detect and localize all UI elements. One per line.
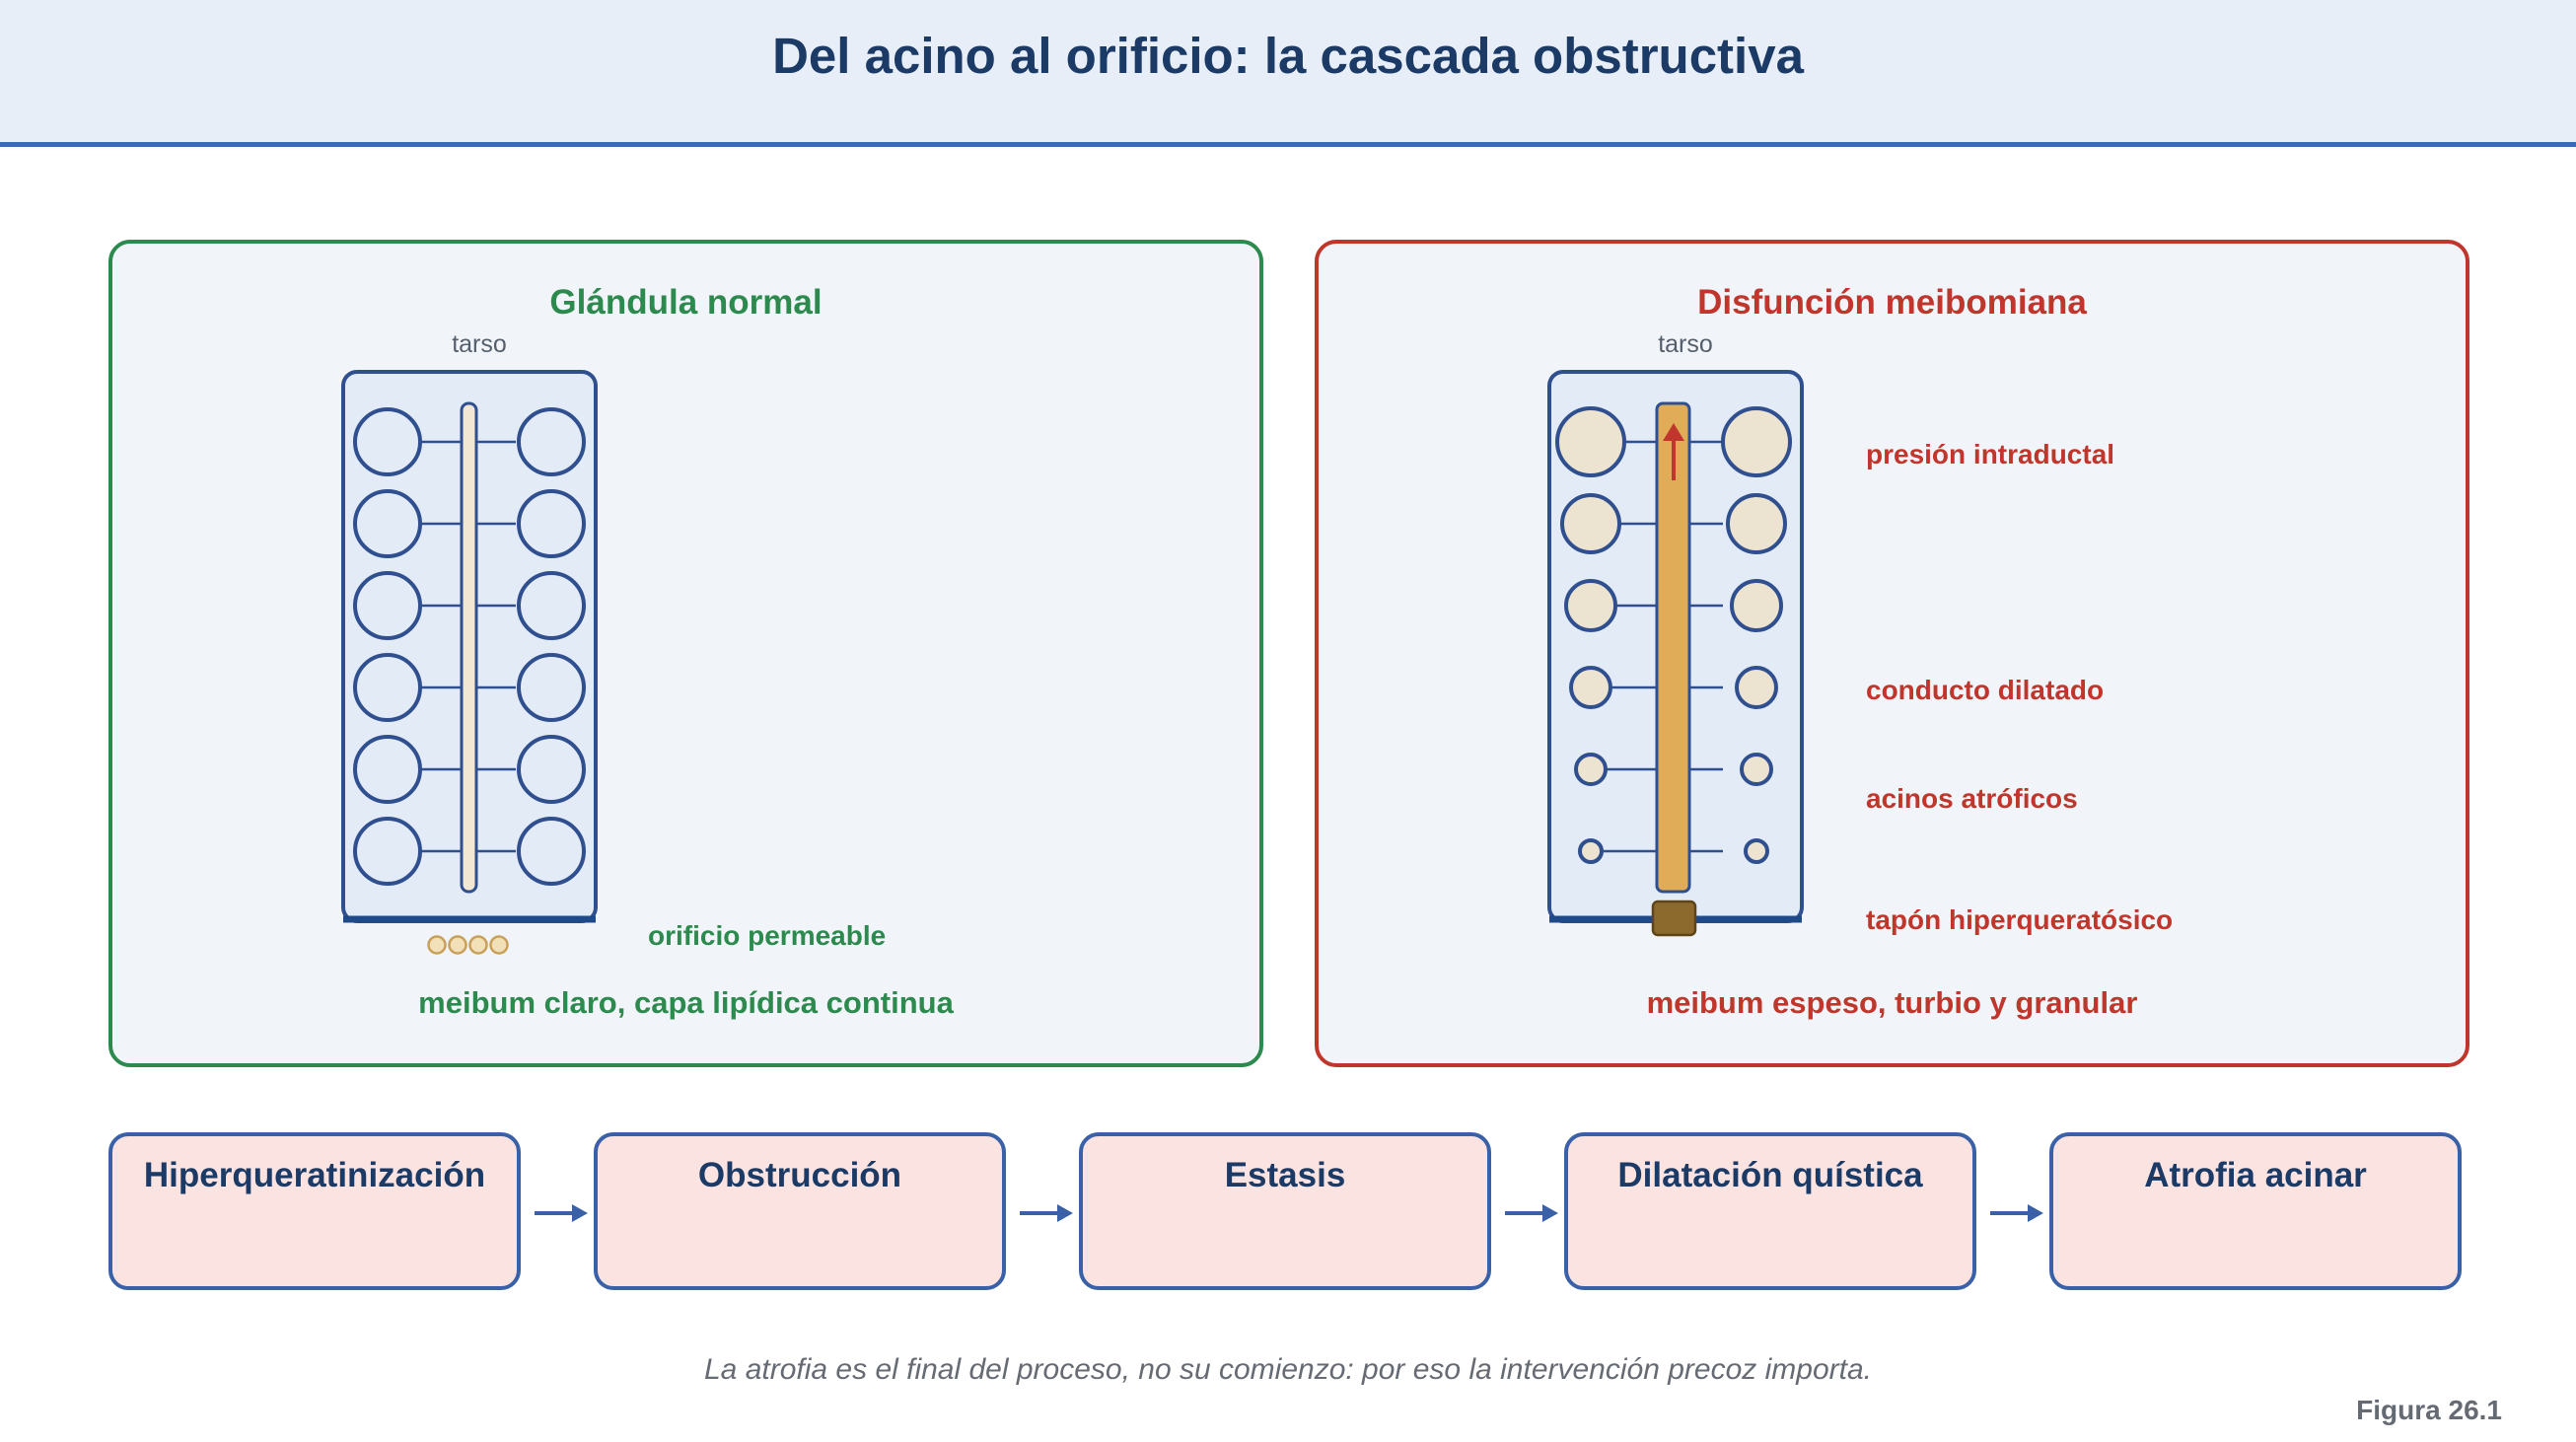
cascade-step-label: Hiperqueratinización (143, 1156, 486, 1194)
header-bar: Del acino al orificio: la cascada obstru… (0, 0, 2576, 147)
cascade-step-2: Obstrucción (594, 1132, 1006, 1290)
normal-gland-panel: Glándula normal tarso orificio pe (108, 240, 1263, 1067)
normal-caption: meibum claro, capa lipídica continua (418, 985, 954, 1020)
footer-note: La atrofia es el final del proceso, no s… (704, 1353, 1872, 1386)
keratin-plug (1651, 900, 1697, 937)
orifice-label: orificio permeable (648, 920, 887, 951)
cascade-step-3: Estasis (1079, 1132, 1491, 1290)
cascade-arrow-icon (1505, 1204, 1558, 1222)
cascade-arrow-icon (535, 1204, 588, 1222)
duct-label: conducto dilatado (1866, 675, 2105, 705)
cascade-step-4: Dilatación quística (1564, 1132, 1976, 1290)
dysfunction-tarso-label: tarso (1658, 330, 1713, 358)
cascade-arrow-icon (1020, 1204, 1073, 1222)
cascade-step-label: Estasis (1224, 1156, 1346, 1194)
cascade-arrow-icon (1990, 1204, 2043, 1222)
cascade-step-5: Atrofia acinar (2049, 1132, 2462, 1290)
cascade-step-1: Hiperqueratinización (108, 1132, 521, 1290)
normal-acini (353, 407, 586, 886)
cascade-step-label: Atrofia acinar (2144, 1156, 2367, 1194)
dysfunction-caption: meibum espeso, turbio y granular (1646, 985, 2138, 1020)
plug-label: tapón hiperqueratósico (1866, 904, 2174, 935)
normal-tarso-label: tarso (452, 330, 507, 358)
normal-panel-title: Glándula normal (549, 283, 823, 322)
cascade-step-label: Obstrucción (697, 1156, 902, 1194)
dysfunction-panel: Disfunción meibomiana tarso presión intr… (1315, 240, 2469, 1067)
normal-central-duct (460, 401, 478, 894)
atrophic-acini (1555, 406, 1792, 864)
dysfunction-panel-title: Disfunción meibomiana (1697, 283, 2087, 322)
acini-label: acinos atróficos (1866, 783, 2078, 814)
dilated-duct (1655, 401, 1691, 894)
page-title: Del acino al orificio: la cascada obstru… (772, 28, 1804, 84)
pressure-label: presión intraductal (1866, 439, 2115, 469)
dysfunction-gland-diagram (1547, 370, 1804, 937)
normal-gland-diagram (341, 370, 598, 955)
cascade-step-label: Dilatación quística (1617, 1156, 1923, 1194)
figure-label: Figura 26.1 (2356, 1395, 2502, 1425)
meibum-droplets (427, 935, 509, 955)
pressure-arrow-head (1663, 423, 1684, 441)
